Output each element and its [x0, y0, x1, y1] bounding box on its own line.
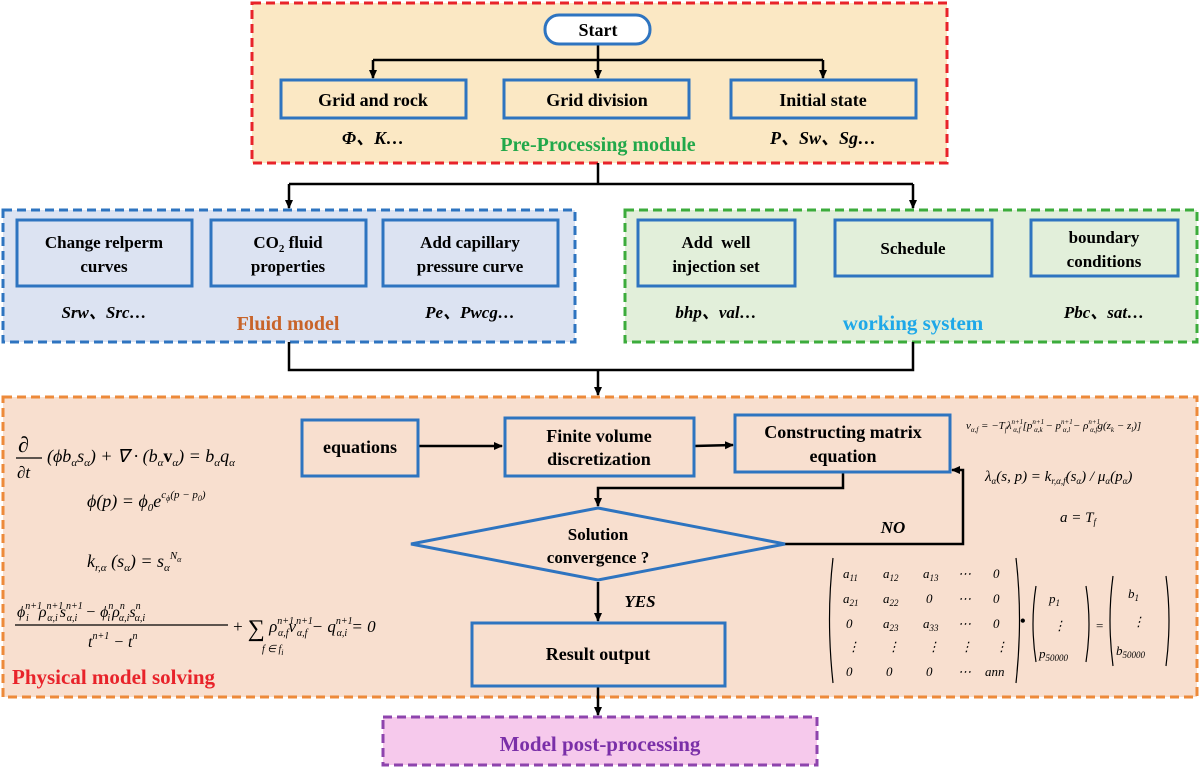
relperm-box: [15, 218, 194, 288]
fluid-model-title: Fluid model: [237, 313, 340, 335]
governing-equation: ∂ ∂t (ϕbαsα) + ∇ · (bαvα) = bαqα: [16, 432, 235, 482]
svg-text:⋯: ⋯: [958, 566, 971, 581]
co2-line1: CO2 fluid: [253, 233, 323, 255]
svg-text:•: •: [1020, 613, 1026, 630]
svg-text:0: 0: [846, 664, 853, 679]
svg-text:0: 0: [886, 664, 893, 679]
co2-prefix: CO: [253, 233, 279, 252]
svg-text:⋮: ⋮: [927, 639, 940, 654]
svg-text:⋮: ⋮: [847, 639, 860, 654]
initial-state-label: Initial state: [779, 90, 867, 110]
grid-rock-label: Grid and rock: [318, 90, 428, 110]
yes-label: YES: [624, 592, 655, 611]
svg-text:ann: ann: [985, 664, 1005, 679]
finite-volume-line2: discretization: [547, 449, 651, 469]
capillary-line2: pressure curve: [417, 257, 524, 276]
well-params: bhp、val…: [675, 303, 756, 322]
svg-text:a = Tf: a = Tf: [1060, 510, 1097, 527]
initial-state-box: [729, 78, 918, 120]
svg-text:0: 0: [993, 616, 1000, 631]
post-processing-module: [381, 715, 819, 767]
svg-text:=: =: [1096, 618, 1103, 633]
svg-text:vα,f = −Tfλn+1α,f[pn+1α,k − pn: vα,f = −Tfλn+1α,f[pn+1α,k − pn+1α,l − ρn…: [966, 418, 1141, 434]
relperm-line1: Change relperm: [45, 233, 163, 252]
result-output-label: Result output: [546, 644, 651, 664]
grid-division-label: Grid division: [546, 90, 648, 110]
co2-subscript: 2: [279, 243, 285, 255]
matrix-box: [733, 413, 952, 474]
svg-text:λα(s, p) = kr,α,f(sα) / μα(pα): λα(s, p) = kr,α,f(sα) / μα(pα): [984, 469, 1132, 486]
svg-text:⋮: ⋮: [995, 639, 1008, 654]
matrix-line2: equation: [809, 446, 876, 466]
schedule-label: Schedule: [880, 239, 946, 258]
physical-solving-title: Physical model solving: [12, 665, 216, 689]
equations-box: [300, 418, 420, 478]
well-line2: injection set: [672, 257, 760, 276]
svg-text:∂t: ∂t: [17, 463, 31, 482]
convergence-decision: [410, 506, 786, 582]
svg-text:⋮: ⋮: [887, 639, 900, 654]
svg-text:b1: b1: [1128, 586, 1139, 603]
relperm-params: Srw、Src…: [61, 303, 146, 322]
start-terminal: [543, 13, 652, 46]
working-system-title: working system: [843, 311, 984, 335]
svg-text:0: 0: [926, 664, 933, 679]
svg-text:0: 0: [926, 591, 933, 606]
co2-properties-box: [209, 218, 368, 288]
svg-text:0: 0: [846, 616, 853, 631]
svg-text:f ∈ fi: f ∈ fi: [262, 644, 284, 657]
boundary-line2: conditions: [1067, 252, 1142, 271]
finite-volume-box: [503, 416, 696, 478]
boundary-line1: boundary: [1069, 228, 1140, 247]
capillary-line1: Add capillary: [420, 233, 520, 252]
svg-text:0: 0: [993, 591, 1000, 606]
svg-text:⋮: ⋮: [960, 639, 973, 654]
co2-suffix: fluid: [284, 233, 323, 252]
grid-rock-params: Φ、K…: [342, 128, 404, 148]
post-processing-title: Model post-processing: [500, 732, 701, 756]
svg-text:⋮: ⋮: [1132, 614, 1145, 629]
schedule-box: [833, 218, 994, 278]
boundary-params: Pbc、sat…: [1063, 303, 1144, 322]
svg-text:⋯: ⋯: [958, 616, 971, 631]
svg-text:⋮: ⋮: [1053, 618, 1066, 633]
capillary-box: [381, 218, 560, 288]
convergence-line2: convergence ?: [547, 548, 649, 567]
finite-volume-line1: Finite volume: [546, 426, 652, 446]
equations-label: equations: [323, 437, 397, 457]
well-injection-box: [636, 218, 797, 288]
pre-processing-title: Pre-Processing module: [500, 134, 695, 156]
mobility-equation: λα(s, p) = kr,α,f(sα) / μα(pα) a = Tf: [984, 469, 1132, 527]
grid-rock-box: [279, 78, 468, 120]
grid-division-box: [502, 78, 691, 120]
svg-text:(ϕbαsα) + ∇ · (bαvα) = bαqα: (ϕbαsα) + ∇ · (bαvα) = bαqα: [47, 446, 235, 469]
well-line1: Add well: [682, 233, 751, 252]
svg-text:⋯: ⋯: [958, 664, 971, 679]
initial-state-params: P、Sw、Sg…: [769, 128, 876, 148]
svg-text:∂: ∂: [18, 432, 29, 457]
start-label: Start: [579, 20, 618, 40]
convergence-line1: Solution: [568, 525, 629, 544]
svg-text:⋯: ⋯: [958, 591, 971, 606]
matrix-line1: Constructing matrix: [764, 422, 921, 442]
svg-text:0: 0: [993, 566, 1000, 581]
svg-text:+ ∑ ρn+1α,fvn+1α,f − qn+1α,i =: + ∑ ρn+1α,fvn+1α,f − qn+1α,i = 0: [232, 616, 376, 642]
connectors: [285, 44, 965, 716]
co2-line2: properties: [251, 257, 326, 276]
no-label: NO: [880, 518, 906, 537]
result-output-box: [470, 621, 727, 688]
boundary-box: [1029, 218, 1180, 278]
relperm-line2: curves: [80, 257, 128, 276]
capillary-params: Pe、Pwcg…: [424, 303, 515, 322]
